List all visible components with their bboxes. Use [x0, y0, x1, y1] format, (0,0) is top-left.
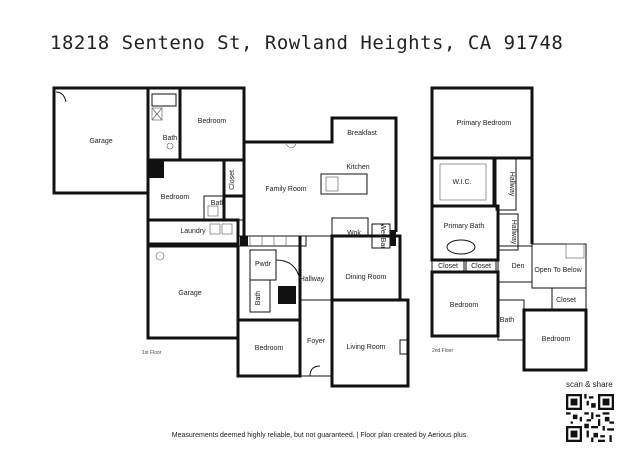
- room-label-bedroom-3: Bedroom: [255, 345, 284, 352]
- room-label-hallway-2b: Hallway: [510, 220, 517, 245]
- room-label-bath-3: Bath: [255, 291, 262, 306]
- room-labels: Garage Bath Bedroom Bedroom Closet Bath …: [89, 118, 582, 352]
- room-label-hallway: Hallway: [300, 276, 325, 283]
- first-floor-plan: 1st Floor: [52, 86, 410, 388]
- shower-icon: [151, 107, 163, 121]
- room-label-bath-2: Bath: [211, 200, 226, 207]
- room-label-garage-upper: Garage: [89, 138, 112, 145]
- bath-3-outline: [249, 279, 271, 313]
- bedroom-5-outline: [522, 308, 588, 372]
- room-label-bath-1: Bath: [163, 135, 178, 142]
- room-label-laundry: Laundry: [180, 228, 206, 235]
- room-label-closet-2: Closet: [438, 263, 458, 270]
- kitchen-island: [320, 173, 368, 195]
- room-label-breakfast: Breakfast: [347, 130, 377, 137]
- room-label-closet-4: Closet: [556, 297, 576, 304]
- toilet-icon: [166, 142, 174, 150]
- room-label-den: Den: [512, 263, 525, 270]
- room-label-pwdr: Pwdr: [255, 261, 272, 268]
- room-label-dining-room: Dining Room: [346, 274, 387, 281]
- hallway-2a-outline: [495, 157, 517, 211]
- room-label-primary-bath: Primary Bath: [444, 223, 485, 230]
- second-floor-plan: 2nd Floor: [430, 86, 588, 372]
- room-label-wet-bar: Wet Bar: [379, 223, 386, 249]
- room-label-family-room: Family Room: [265, 186, 306, 193]
- page-title: 18218 Senteno St, Rowland Heights, CA 91…: [50, 32, 564, 54]
- room-label-closet-3: Closet: [471, 263, 491, 270]
- room-label-primary-bedroom: Primary Bedroom: [457, 120, 512, 127]
- qr-code-icon[interactable]: [566, 394, 614, 442]
- room-label-bath-4: Bath: [500, 317, 515, 324]
- room-label-bedroom-5: Bedroom: [542, 336, 571, 343]
- bath-1-outline: [146, 86, 182, 162]
- bathtub-icon-2: [446, 239, 476, 255]
- room-label-bedroom-2: Bedroom: [161, 194, 190, 201]
- bathtub-icon: [151, 93, 177, 107]
- footer-disclaimer: Measurements deemed highly reliable, but…: [171, 432, 469, 439]
- garage-lower-outline: [146, 244, 240, 340]
- family-kitchen-outline: [244, 116, 398, 232]
- room-label-bedroom-1: Bedroom: [198, 118, 227, 125]
- primary-bath-outline: [430, 204, 500, 262]
- room-label-bedroom-4: Bedroom: [450, 302, 479, 309]
- floor-label-1st: 1st Floor: [142, 350, 162, 356]
- floor-label-2nd: 2nd Floor: [432, 348, 453, 354]
- open-to-below-outline: [531, 243, 587, 289]
- living-room-outline: [330, 298, 410, 388]
- room-label-garage-lower: Garage: [178, 290, 201, 297]
- door-swing-icon: [55, 91, 67, 103]
- laundry-outline: [146, 218, 240, 246]
- scan-share-label: scan & share: [566, 380, 613, 389]
- room-label-foyer: Foyer: [307, 338, 326, 345]
- hallway-2b-outline: [497, 213, 519, 251]
- room-label-closet-1: Closet: [229, 170, 236, 190]
- room-label-wok: Wok: [347, 230, 361, 237]
- room-label-open-to-below: Open To Below: [534, 267, 582, 274]
- room-label-living-room: Living Room: [347, 344, 386, 351]
- room-label-hallway-2a: Hallway: [508, 172, 515, 197]
- room-label-kitchen: Kitchen: [346, 164, 369, 171]
- room-label-wic: W.I.C.: [452, 179, 471, 186]
- stairs-icon: [237, 235, 307, 247]
